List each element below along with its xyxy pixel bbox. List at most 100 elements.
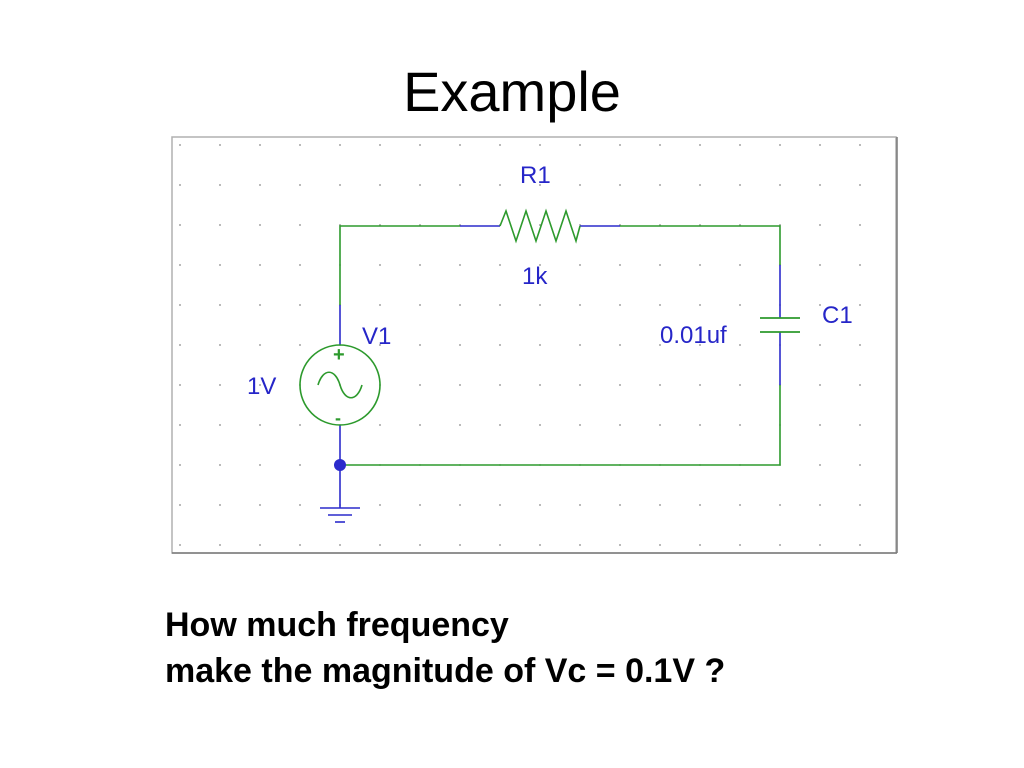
- grid-dot: [459, 264, 461, 266]
- grid-dot: [499, 264, 501, 266]
- grid-dot: [219, 264, 221, 266]
- grid-dot: [619, 384, 621, 386]
- grid-dot: [379, 424, 381, 426]
- grid-dot: [699, 144, 701, 146]
- grid-dot: [419, 384, 421, 386]
- grid-dot: [219, 184, 221, 186]
- grid-dot: [699, 544, 701, 546]
- grid-dot: [499, 304, 501, 306]
- grid-dot: [619, 344, 621, 346]
- grid-dot: [579, 144, 581, 146]
- grid-dot: [619, 144, 621, 146]
- grid-dot: [819, 224, 821, 226]
- grid-dot: [219, 304, 221, 306]
- grid-dot: [539, 184, 541, 186]
- grid-dot: [819, 464, 821, 466]
- grid-dot: [379, 264, 381, 266]
- grid-dot: [659, 384, 661, 386]
- source-ref-label: V1: [362, 323, 391, 350]
- grid-dot: [219, 384, 221, 386]
- grid-dot: [459, 184, 461, 186]
- grid-dot: [419, 184, 421, 186]
- grid-dot: [819, 424, 821, 426]
- grid-dot: [579, 504, 581, 506]
- grid-dot: [379, 304, 381, 306]
- grid-dot: [339, 184, 341, 186]
- grid-dot: [859, 264, 861, 266]
- grid-dot: [339, 544, 341, 546]
- slide-title: Example: [403, 60, 621, 123]
- grid-dot: [739, 304, 741, 306]
- grid-dot: [219, 344, 221, 346]
- grid-dot: [459, 504, 461, 506]
- grid-dot: [259, 264, 261, 266]
- grid-dot: [739, 144, 741, 146]
- grid-dot: [419, 304, 421, 306]
- resistor-ref-label: R1: [520, 162, 551, 189]
- grid-dot: [579, 304, 581, 306]
- grid-dot: [459, 304, 461, 306]
- grid-dot: [819, 384, 821, 386]
- grid-dot: [739, 264, 741, 266]
- grid-dot: [659, 184, 661, 186]
- grid-dot: [579, 344, 581, 346]
- grid-dot: [859, 344, 861, 346]
- grid-dot: [179, 464, 181, 466]
- grid-dot: [539, 264, 541, 266]
- grid-dot: [419, 264, 421, 266]
- schematic-frame: [171, 136, 897, 554]
- grid-dot: [379, 344, 381, 346]
- grid-dot: [299, 344, 301, 346]
- grid-dot: [859, 504, 861, 506]
- grid-dot: [699, 304, 701, 306]
- grid-dot: [739, 424, 741, 426]
- grid-dot: [579, 544, 581, 546]
- grid-dot: [619, 504, 621, 506]
- grid-dot: [499, 424, 501, 426]
- grid-dot: [739, 344, 741, 346]
- grid-dot: [659, 144, 661, 146]
- wire-bottom: [340, 385, 781, 466]
- grid-dot: [259, 544, 261, 546]
- grid-dot: [779, 144, 781, 146]
- capacitor-c1: [760, 265, 800, 385]
- grid-dot: [459, 384, 461, 386]
- resistor-r1: [460, 208, 620, 244]
- grid-dot: [419, 424, 421, 426]
- junction-dot: [334, 459, 346, 471]
- sine-wave-icon: [317, 371, 363, 399]
- grid-dot: [299, 304, 301, 306]
- grid-dot: [499, 184, 501, 186]
- grid-dot: [579, 424, 581, 426]
- grid-dot: [779, 184, 781, 186]
- minus-sign: -: [335, 408, 341, 428]
- grid-dot: [659, 544, 661, 546]
- grid-dot: [859, 224, 861, 226]
- grid-dot: [539, 504, 541, 506]
- grid-dot: [859, 384, 861, 386]
- ac-source-v1: + -: [299, 305, 381, 465]
- grid-dot: [619, 424, 621, 426]
- grid-dot: [179, 544, 181, 546]
- grid-dot: [179, 184, 181, 186]
- grid-dot: [299, 224, 301, 226]
- grid-dot: [499, 344, 501, 346]
- grid-dot: [179, 304, 181, 306]
- grid-dot: [659, 264, 661, 266]
- grid-dot: [459, 344, 461, 346]
- grid-dot: [859, 464, 861, 466]
- grid-dot: [739, 544, 741, 546]
- grid-dot: [819, 144, 821, 146]
- grid-dot: [539, 304, 541, 306]
- capacitor-ref-label: C1: [822, 302, 853, 329]
- grid-dot: [459, 144, 461, 146]
- grid-dot: [859, 144, 861, 146]
- grid-dot: [459, 544, 461, 546]
- grid-dot: [299, 424, 301, 426]
- grid-dot: [539, 344, 541, 346]
- grid-dot: [459, 424, 461, 426]
- grid-dot: [819, 344, 821, 346]
- ground-symbol: [320, 465, 360, 523]
- grid-dot: [379, 544, 381, 546]
